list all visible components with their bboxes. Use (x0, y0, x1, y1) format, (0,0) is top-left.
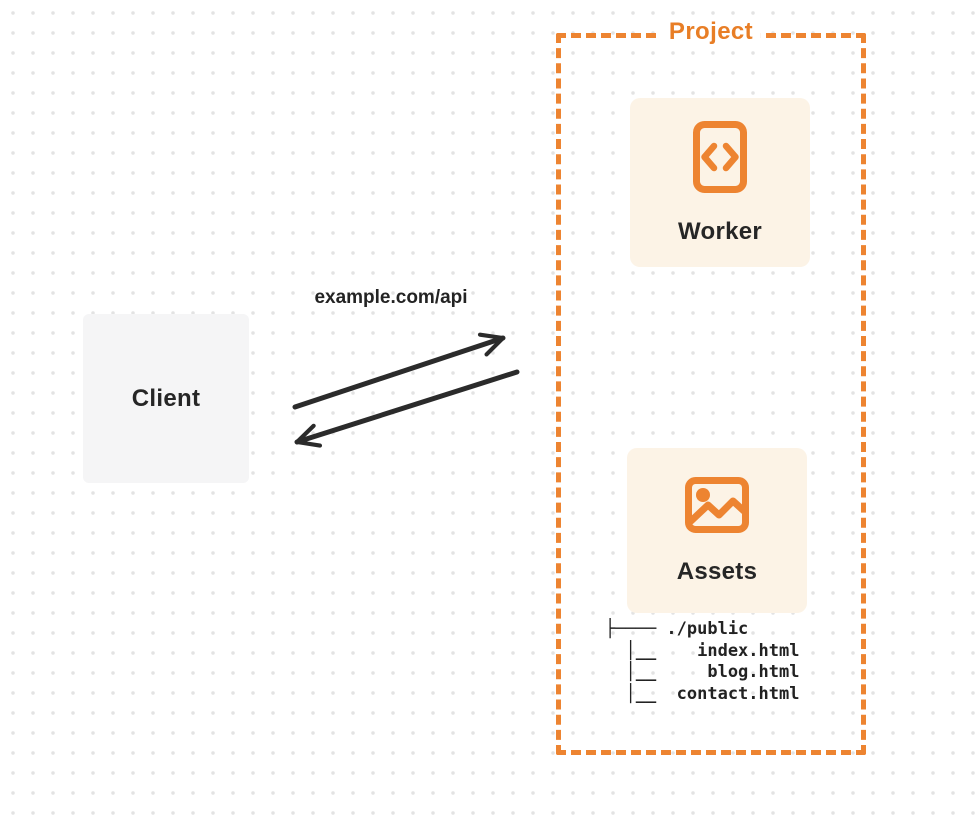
project-label: Project (660, 18, 762, 46)
response-arrow (294, 369, 520, 448)
code-file-icon (693, 120, 747, 193)
assets-node: Assets (627, 448, 807, 613)
worker-node: Worker (630, 98, 810, 267)
project-boundary: Project (556, 18, 866, 755)
file-tree-line: │__ contact.html (605, 683, 800, 704)
file-tree: ├──── ./public │__ index.html │__ blog.h… (605, 619, 799, 705)
request-url-label: example.com/api (314, 287, 468, 308)
request-response-arrows (292, 332, 520, 448)
file-tree-line: │__ index.html (605, 640, 800, 661)
request-arrow (292, 332, 506, 410)
file-tree-line: │__ blog.html (605, 662, 800, 682)
image-landscape-icon (685, 476, 749, 533)
worker-node-label: Worker (677, 217, 763, 245)
assets-node-label: Assets (676, 557, 758, 585)
client-node: Client (83, 314, 249, 483)
file-tree-line: ├──── ./public (605, 619, 749, 639)
client-node-label: Client (131, 384, 201, 412)
